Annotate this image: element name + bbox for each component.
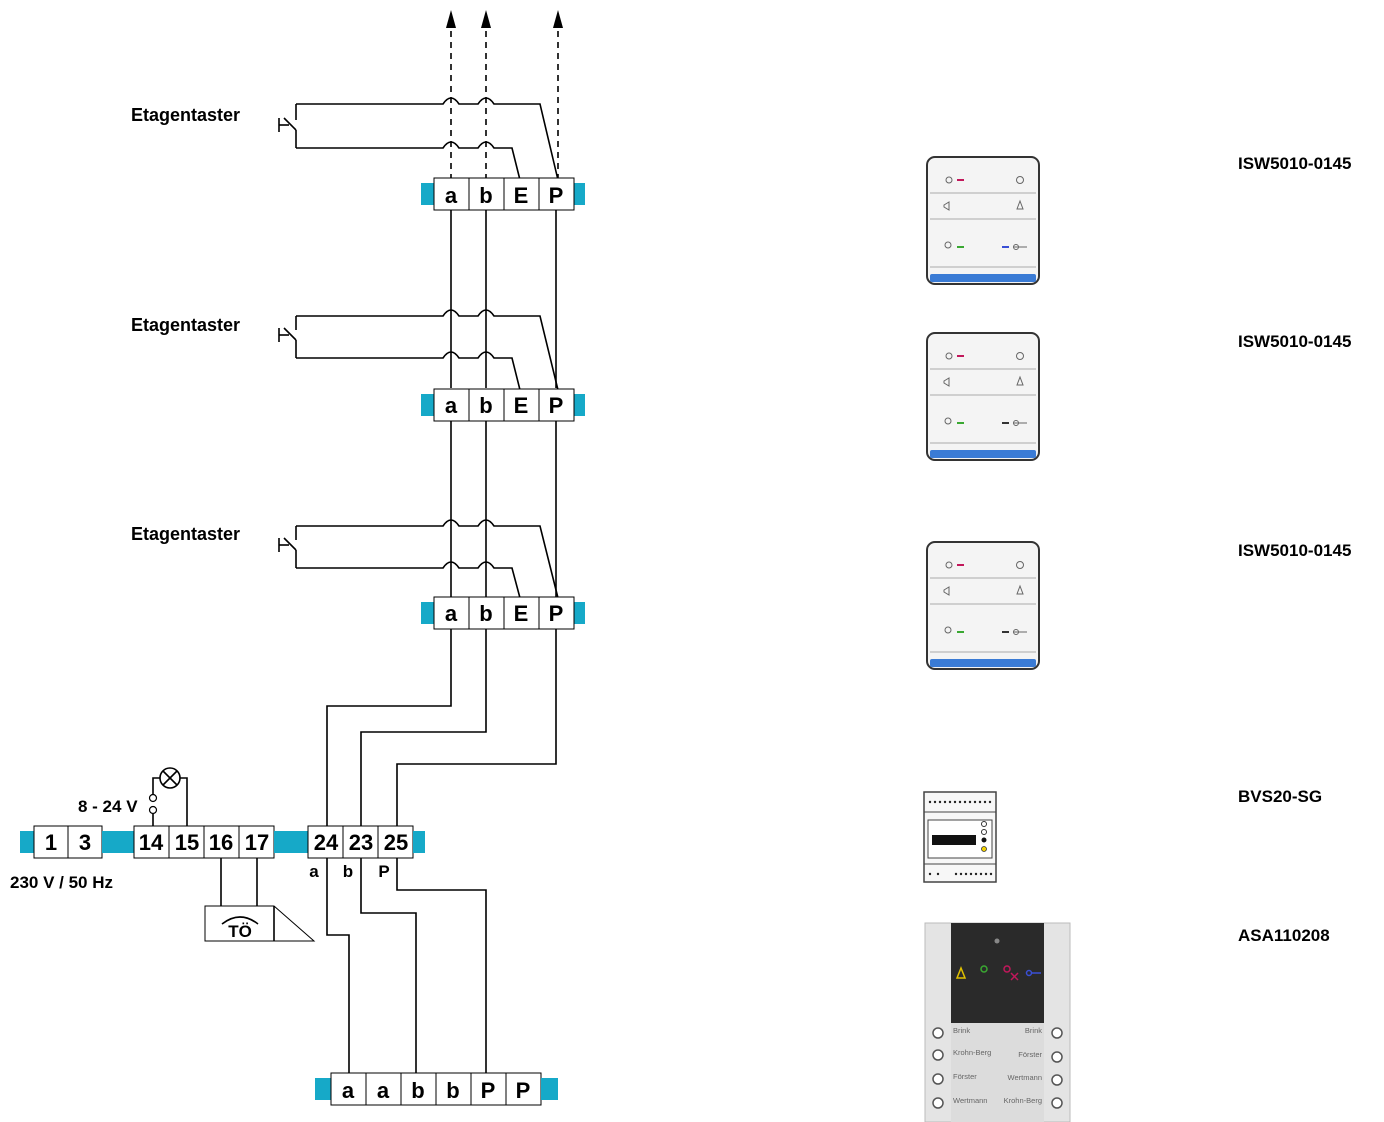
terminal-label: 16	[209, 830, 233, 855]
terminal-label: 14	[139, 830, 164, 855]
terminal	[342, 825, 379, 859]
terminal	[330, 1072, 367, 1106]
floor-switch-icon	[278, 104, 297, 148]
output-label-p: P	[378, 862, 389, 881]
speech-icon	[980, 965, 988, 973]
terminal	[435, 1072, 472, 1106]
output-label-a: a	[309, 862, 319, 881]
terminal	[470, 1072, 507, 1106]
mains-voltage-label: 230 V / 50 Hz	[10, 873, 113, 892]
riser-arrows	[446, 10, 563, 180]
terminal-label: E	[514, 183, 529, 208]
terminal-label: P	[549, 183, 564, 208]
name-right-4: Krohn-Berg	[1004, 1096, 1042, 1105]
terminal	[307, 825, 344, 859]
lamp-icon	[159, 767, 181, 789]
terminal-label: 24	[314, 830, 339, 855]
terminal-label: 23	[349, 830, 373, 855]
terminal	[433, 596, 470, 630]
terminal	[468, 596, 505, 630]
floor-switch-icon	[278, 316, 297, 358]
floor-switch-label: Etagentaster	[131, 315, 240, 335]
terminal-label: P	[549, 601, 564, 626]
key-icon	[1025, 969, 1033, 977]
name-left-3: Förster	[953, 1072, 977, 1081]
terminal	[503, 596, 540, 630]
door-opener-icon	[204, 905, 316, 942]
terminal-label: b	[446, 1078, 459, 1103]
terminal-label: E	[514, 393, 529, 418]
model-label-floor-1: ISW5010-0145	[1238, 154, 1351, 173]
terminal-label: 25	[384, 830, 408, 855]
terminal-label: a	[445, 183, 458, 208]
terminal-label: 15	[175, 830, 199, 855]
terminal	[67, 825, 103, 859]
power-supply-image	[923, 791, 997, 883]
terminal-label: 17	[245, 830, 269, 855]
terminal-label: P	[481, 1078, 496, 1103]
model-label-floor-2: ISW5010-0145	[1238, 332, 1351, 351]
terminal-label: b	[479, 601, 492, 626]
floor-unit-3: Etagentaster a b E P	[131, 519, 585, 630]
floor-switch-label: Etagentaster	[131, 105, 240, 125]
mute-icon	[1003, 965, 1011, 973]
terminal	[538, 596, 575, 630]
terminal	[503, 388, 540, 422]
terminal	[365, 1072, 402, 1106]
device-model-labels: ISW5010-0145 ISW5010-0145 ISW5010-0145 B…	[1238, 154, 1351, 945]
model-label-door-station: ASA110208	[1238, 926, 1330, 945]
terminal-label: a	[377, 1078, 390, 1103]
name-left-1: Brink	[953, 1026, 970, 1035]
terminal	[505, 1072, 542, 1106]
lamp-circuit: 8 - 24 V	[78, 767, 188, 826]
terminal	[168, 825, 205, 859]
indoor-station-image-2	[926, 332, 1040, 461]
terminal	[433, 388, 470, 422]
terminal	[238, 825, 275, 859]
name-right-1: Brink	[1025, 1026, 1042, 1035]
terminal	[400, 1072, 437, 1106]
door-opener: TÖ	[204, 858, 316, 942]
terminal	[133, 825, 170, 859]
terminal-label: P	[516, 1078, 531, 1103]
power-supply-terminals: 1 3 14 15 16 17 24 23 25 230 V / 50 Hz a…	[10, 825, 425, 892]
bell-icon	[955, 965, 967, 979]
terminal	[33, 825, 69, 859]
indoor-station-image-3	[926, 541, 1040, 670]
floor-switch-label: Etagentaster	[131, 524, 240, 544]
terminal-label: P	[549, 393, 564, 418]
name-right-2: Förster	[1018, 1050, 1042, 1059]
name-right-3: Wertmann	[1008, 1073, 1042, 1082]
door-station-image: Brink Krohn-Berg Förster Wertmann Brink …	[924, 922, 1071, 1122]
floor-unit-2: Etagentaster a b E P	[131, 309, 585, 422]
outdoor-station-terminals: a a b b P P	[315, 1072, 558, 1106]
terminal-label: b	[479, 393, 492, 418]
floor-switch-icon	[278, 526, 297, 568]
terminal-label: a	[445, 393, 458, 418]
model-label-floor-3: ISW5010-0145	[1238, 541, 1351, 560]
name-left-2: Krohn-Berg	[953, 1048, 991, 1057]
lamp-voltage-label: 8 - 24 V	[78, 797, 138, 816]
terminal	[468, 388, 505, 422]
terminal-label: a	[445, 601, 458, 626]
output-label-b: b	[343, 862, 353, 881]
floor-unit-1: Etagentaster a b E P	[131, 97, 585, 211]
terminal-label: 1	[45, 830, 57, 855]
terminal-label: a	[342, 1078, 355, 1103]
terminal	[503, 177, 540, 211]
name-left-4: Wertmann	[953, 1096, 987, 1105]
terminal-label: b	[411, 1078, 424, 1103]
terminal-label: 3	[79, 830, 91, 855]
indoor-station-image-1	[926, 156, 1040, 285]
model-label-power-supply: BVS20-SG	[1238, 787, 1322, 806]
terminal-label: b	[479, 183, 492, 208]
terminal-label: E	[514, 601, 529, 626]
door-opener-label: TÖ	[228, 922, 252, 941]
